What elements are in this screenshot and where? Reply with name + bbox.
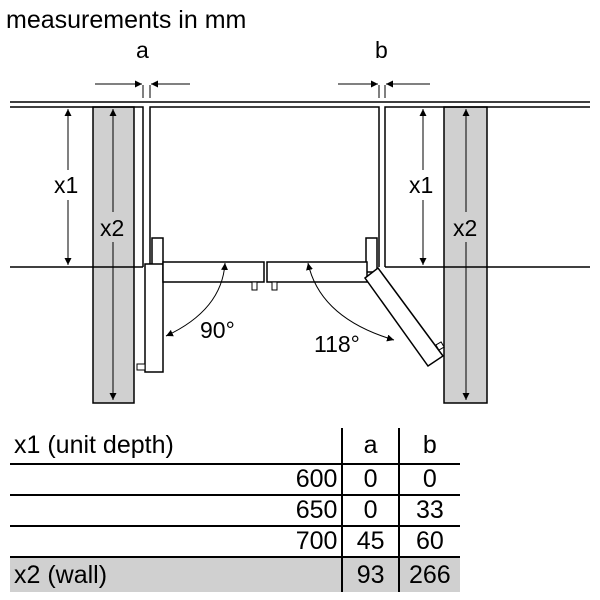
cell-b: 33 [397, 495, 460, 527]
table-row: 650 0 33 [10, 495, 460, 527]
cell-b: 60 [397, 526, 460, 558]
table-header-row: x1 (unit depth) a b [10, 428, 460, 465]
dimension-b-label: b [375, 37, 388, 63]
table-row: 700 45 60 [10, 526, 460, 558]
right-door-open [363, 266, 445, 368]
cell-wall-b: 266 [397, 557, 460, 592]
angle-arc-left [165, 262, 229, 337]
page-title: measurements in mm [6, 6, 247, 34]
table-row: 600 0 0 [10, 464, 460, 496]
left-door-handle [136, 363, 146, 371]
cell-x1: 650 [10, 495, 343, 527]
cell-b: 0 [397, 464, 460, 496]
table-row-wall: x2 (wall) 93 266 [10, 557, 460, 592]
header-a: a [341, 428, 399, 465]
x2-right-label: x2 [453, 215, 477, 241]
right-door-closed [266, 261, 368, 283]
x1-left-label: x1 [54, 172, 78, 198]
angle-right-label: 118° [314, 331, 360, 357]
cell-a: 0 [341, 464, 399, 496]
x1-right-label: x1 [409, 172, 433, 198]
measurements-table: x1 (unit depth) a b 600 0 0 650 0 33 700… [10, 428, 460, 592]
cell-a: 0 [341, 495, 399, 527]
cell-a: 45 [341, 526, 399, 558]
back-wall-inner-line [10, 106, 590, 267]
x2-left-label: x2 [100, 215, 124, 241]
left-door-open [144, 263, 164, 373]
header-b: b [397, 428, 460, 465]
angle-left-label: 90° [200, 317, 235, 343]
cell-wall-a: 93 [341, 557, 399, 592]
left-door-closed [162, 261, 265, 283]
cell-wall-label: x2 (wall) [10, 557, 343, 592]
dimension-a-label: a [136, 37, 149, 63]
angle-arc-right [306, 262, 395, 342]
installation-diagram: a b x1 x1 x2 x2 90° 118° [10, 37, 590, 404]
cell-x1: 600 [10, 464, 343, 496]
header-x1: x1 (unit depth) [10, 428, 343, 465]
cell-x1: 700 [10, 526, 343, 558]
